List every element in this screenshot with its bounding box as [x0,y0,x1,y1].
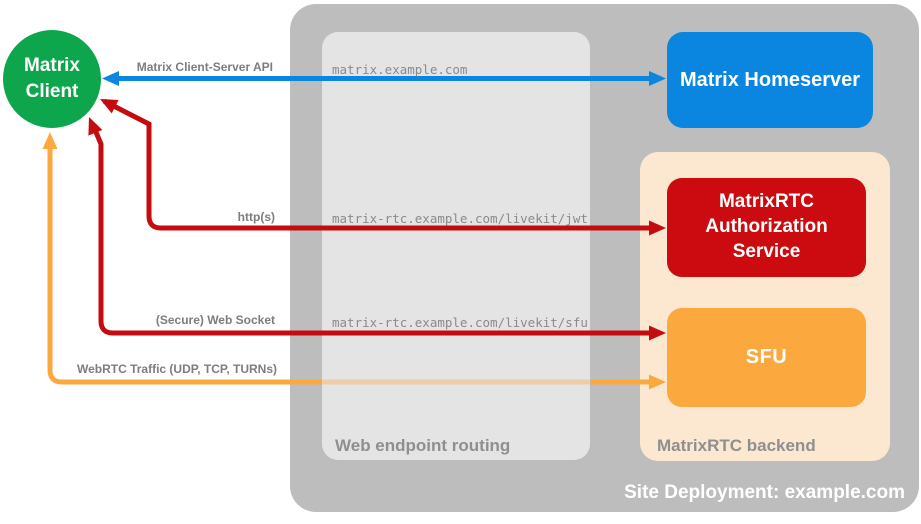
websocket-arrow-line [90,124,653,336]
http-arrowhead-client [100,99,119,114]
matrix-client-node: Matrix Client [3,30,101,128]
webrtc-arrowhead-client [42,132,58,149]
client-server-arrowhead-right [649,71,666,86]
authorization-service-label: MatrixRTC Authorization Service [705,191,828,262]
matrix-homeserver-node: Matrix Homeserver [667,32,873,128]
sfu-label: SFU [745,346,788,368]
endpoint-matrix-domain: matrix.example.com [332,62,468,77]
websocket-arrowhead-client [88,117,103,136]
web-endpoint-routing-container [322,32,590,460]
matrix-client-label: Matrix Client [24,55,80,102]
http-label: http(s) [237,210,275,224]
matrixrtc-backend-label: MatrixRTC backend [657,436,816,455]
matrixrtc-authorization-service-node: MatrixRTC Authorization Service [667,178,866,277]
client-server-api-label: Matrix Client-Server API [136,60,273,74]
webrtc-arrowhead-sfu [649,374,666,390]
sfu-node: SFU [667,308,866,407]
site-deployment-label: Site Deployment: example.com [624,482,905,503]
http-arrow-line [102,98,653,231]
websocket-label: (Secure) Web Socket [155,313,275,327]
matrix-homeserver-label: Matrix Homeserver [679,68,861,91]
webrtc-arrow-line [47,144,322,385]
web-endpoint-routing-label: Web endpoint routing [335,436,511,455]
webrtc-traffic-label: WebRTC Traffic (UDP, TCP, TURNs) [76,362,277,376]
endpoint-livekit-jwt: matrix-rtc.example.com/livekit/jwt [332,211,588,226]
websocket-arrowhead-sfu [649,325,666,341]
client-server-arrowhead-left [102,71,119,86]
http-arrowhead-service [649,220,666,236]
endpoint-livekit-sfu: matrix-rtc.example.com/livekit/sfu [332,315,588,330]
